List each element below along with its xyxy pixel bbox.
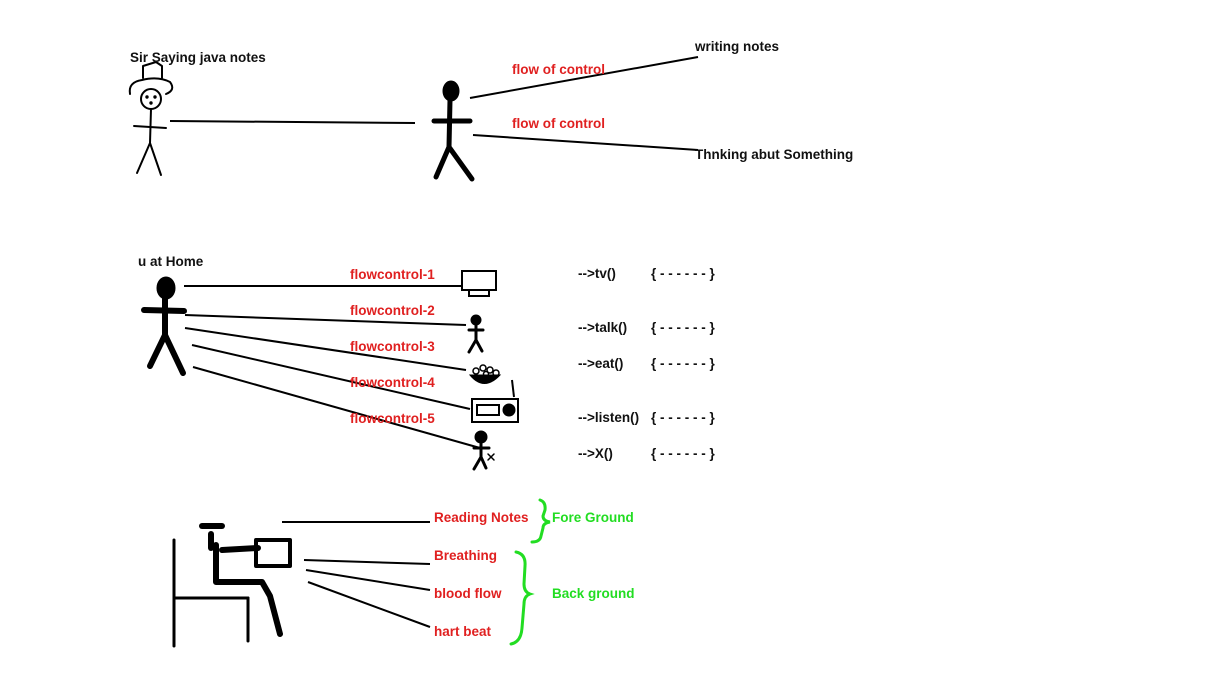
writing-notes-label: writing notes (694, 39, 779, 54)
flowcontrol-2-label: flowcontrol-2 (350, 303, 435, 318)
heart-beat-label: hart beat (434, 624, 492, 639)
foreground-brace (530, 498, 551, 544)
reading-person-figure (172, 523, 292, 648)
blood-flow-line (305, 569, 431, 591)
flow-of-control-label-bottom: flow of control (512, 116, 605, 131)
reading-notes-label: Reading Notes (434, 510, 529, 525)
method-listen: -->listen() (578, 410, 639, 425)
person-icon (467, 314, 485, 354)
flowcontrol-3-label: flowcontrol-3 (350, 339, 435, 354)
thinking-label: Thnking abut Something (695, 147, 853, 162)
method-body-tv: { - - - - - - } (651, 266, 715, 281)
person-x-icon (472, 430, 495, 471)
method-eat: -->eat() (578, 356, 623, 371)
method-body-x: { - - - - - - } (651, 446, 715, 461)
student-figure (431, 80, 475, 182)
flow-line-4 (191, 344, 471, 410)
flow-line-2 (184, 314, 467, 326)
method-body-eat: { - - - - - - } (651, 356, 715, 371)
method-talk: -->talk() (578, 320, 627, 335)
method-body-listen: { - - - - - - } (651, 410, 715, 425)
flow-line-writing (469, 56, 699, 99)
flow-line-thinking (472, 134, 699, 151)
tv-icon (461, 270, 497, 297)
home-person-figure (141, 276, 187, 376)
home-label: u at Home (138, 254, 204, 269)
teacher-to-student-line (169, 120, 416, 124)
flow-line-5 (192, 366, 481, 449)
teacher-label: Sir Saying java notes (130, 50, 266, 65)
method-body-talk: { - - - - - - } (651, 320, 715, 335)
method-x: -->X() (578, 446, 613, 461)
flowcontrol-1-label: flowcontrol-1 (350, 267, 435, 282)
flowcontrol-4-label: flowcontrol-4 (350, 375, 435, 390)
foreground-label: Fore Ground (552, 510, 634, 525)
breathing-line (303, 559, 431, 565)
heart-beat-line (307, 581, 431, 628)
radio-icon (471, 379, 519, 423)
background-brace (509, 550, 535, 646)
flowcontrol-5-label: flowcontrol-5 (350, 411, 435, 426)
method-tv: -->tv() (578, 266, 616, 281)
flow-line-3 (184, 327, 467, 371)
food-bowl-icon (468, 364, 502, 384)
breathing-label: Breathing (434, 548, 497, 563)
background-label: Back ground (552, 586, 635, 601)
flow-of-control-label-top: flow of control (512, 62, 605, 77)
blood-flow-label: blood flow (434, 586, 502, 601)
teacher-figure (128, 61, 174, 176)
